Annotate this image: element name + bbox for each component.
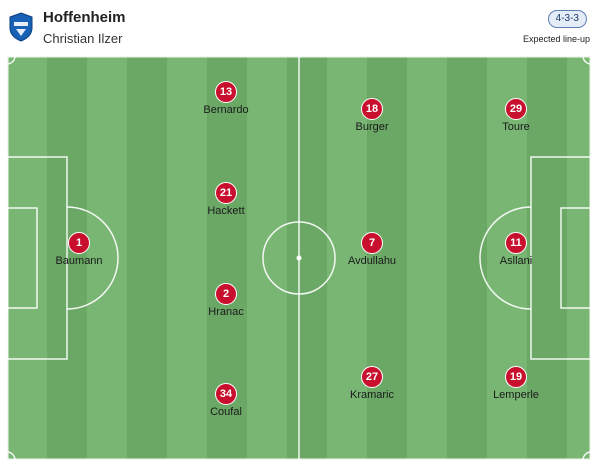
player-name: Lemperle — [493, 389, 539, 401]
player-number-badge: 2 — [215, 283, 237, 305]
player-number-badge: 7 — [361, 232, 383, 254]
player-forward-2[interactable]: 11 Asllani — [471, 232, 561, 267]
player-forward-3[interactable]: 19 Lemperle — [471, 366, 561, 401]
right-penalty-arc — [479, 206, 532, 310]
left-penalty-area — [7, 156, 68, 360]
corner-arc-top-right — [582, 56, 591, 65]
player-name: Kramaric — [349, 389, 394, 401]
player-name: Avdullahu — [347, 255, 397, 267]
player-midfielder-2[interactable]: 7 Avdullahu — [327, 232, 417, 267]
player-number-badge: 13 — [215, 81, 237, 103]
team-header: Hoffenheim Christian Ilzer 4-3-3 Expecte… — [0, 0, 596, 56]
player-defender-2[interactable]: 21 Hackett — [181, 182, 271, 217]
right-penalty-area — [530, 156, 591, 360]
player-name: Asllani — [499, 255, 533, 267]
center-circle — [262, 221, 336, 295]
pitch-markings — [7, 56, 591, 460]
player-number-badge: 1 — [68, 232, 90, 254]
left-goal-area — [7, 207, 38, 309]
left-penalty-arc — [66, 206, 119, 310]
corner-arc-bottom-right — [582, 451, 591, 460]
player-number-badge: 11 — [505, 232, 527, 254]
team-name[interactable]: Hoffenheim — [43, 9, 126, 26]
player-defender-1[interactable]: 13 Bernardo — [181, 81, 271, 116]
player-midfielder-1[interactable]: 18 Burger — [327, 98, 417, 133]
player-defender-3[interactable]: 2 Hranac — [181, 283, 271, 318]
player-number-badge: 21 — [215, 182, 237, 204]
player-name: Baumann — [55, 255, 103, 267]
player-name: Toure — [502, 121, 530, 133]
player-name: Coufal — [210, 406, 242, 418]
formation-badge[interactable]: 4-3-3 — [547, 10, 587, 28]
player-name: Burger — [355, 121, 389, 133]
right-goal-area — [560, 207, 591, 309]
player-number-badge: 18 — [361, 98, 383, 120]
player-number-badge: 29 — [505, 98, 527, 120]
lineup-status: Expected line-up — [522, 34, 590, 44]
center-spot — [296, 255, 302, 261]
player-goalkeeper[interactable]: 1 Baumann — [34, 232, 124, 267]
player-forward-1[interactable]: 29 Toure — [471, 98, 561, 133]
hoffenheim-crest-icon — [9, 12, 33, 42]
player-midfielder-3[interactable]: 27 Kramaric — [327, 366, 417, 401]
player-defender-4[interactable]: 34 Coufal — [181, 383, 271, 418]
corner-arc-bottom-left — [7, 451, 16, 460]
player-number-badge: 27 — [361, 366, 383, 388]
player-name: Hranac — [208, 306, 244, 318]
player-number-badge: 19 — [505, 366, 527, 388]
player-number-badge: 34 — [215, 383, 237, 405]
football-pitch: 1 Baumann 13 Bernardo 21 Hackett 2 Hrana… — [7, 56, 591, 460]
player-name: Bernardo — [203, 104, 249, 116]
coach-name: Christian Ilzer — [43, 31, 123, 46]
corner-arc-top-left — [7, 56, 16, 65]
player-name: Hackett — [207, 205, 245, 217]
